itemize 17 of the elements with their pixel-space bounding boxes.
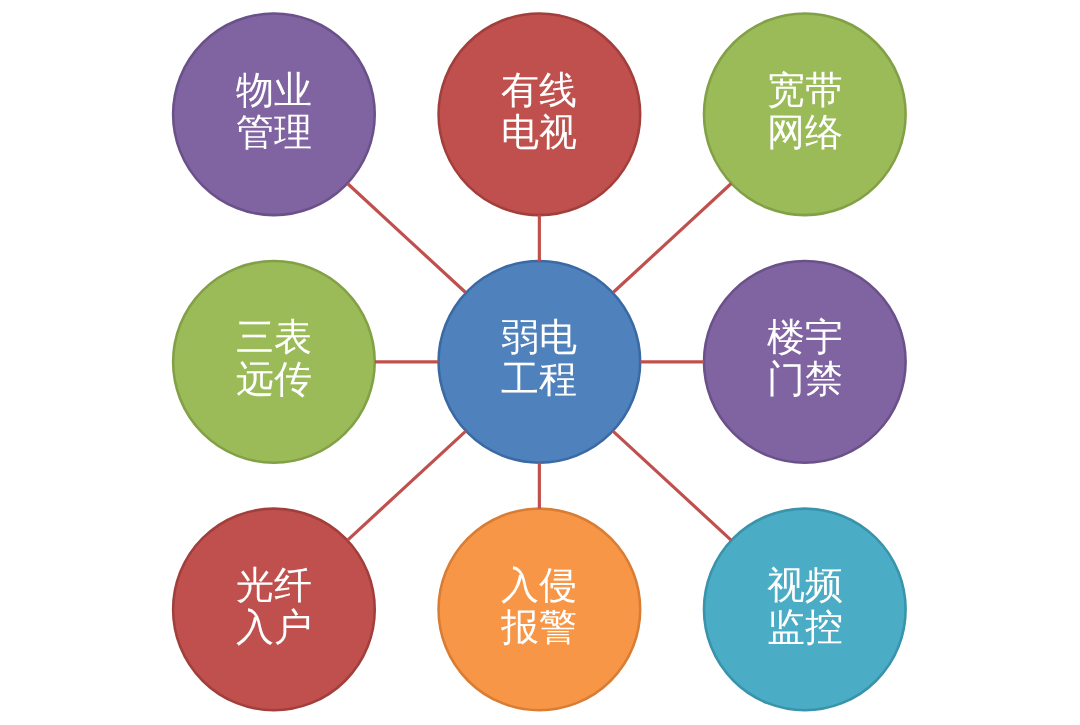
node-circle: 物业管理 (171, 12, 376, 217)
connector (537, 462, 541, 509)
node-circle: 弱电工程 (437, 259, 642, 464)
connector (374, 360, 439, 364)
connector (537, 215, 541, 261)
node-circle: 楼宇门禁 (702, 259, 907, 464)
node-circle: 入侵报警 (437, 507, 642, 712)
connector (612, 182, 733, 294)
node-circle: 光纤入户 (171, 507, 376, 712)
connector (611, 429, 733, 542)
connector (640, 360, 704, 364)
connector (346, 429, 467, 542)
node-circle: 视频监控 (702, 507, 907, 712)
node-circle: 三表远传 (171, 259, 376, 464)
node-circle: 有线电视 (437, 12, 642, 217)
connector (346, 182, 467, 294)
node-circle: 宽带网络 (702, 12, 907, 217)
